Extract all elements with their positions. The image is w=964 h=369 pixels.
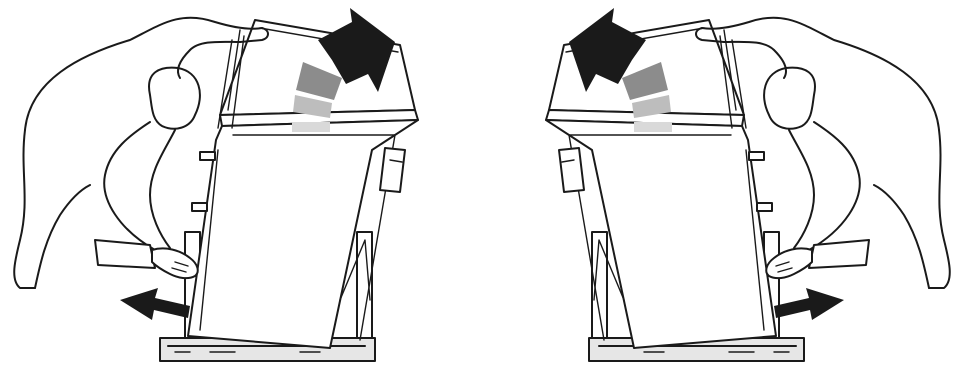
panel-left — [14, 8, 418, 361]
panel-right — [546, 8, 950, 361]
